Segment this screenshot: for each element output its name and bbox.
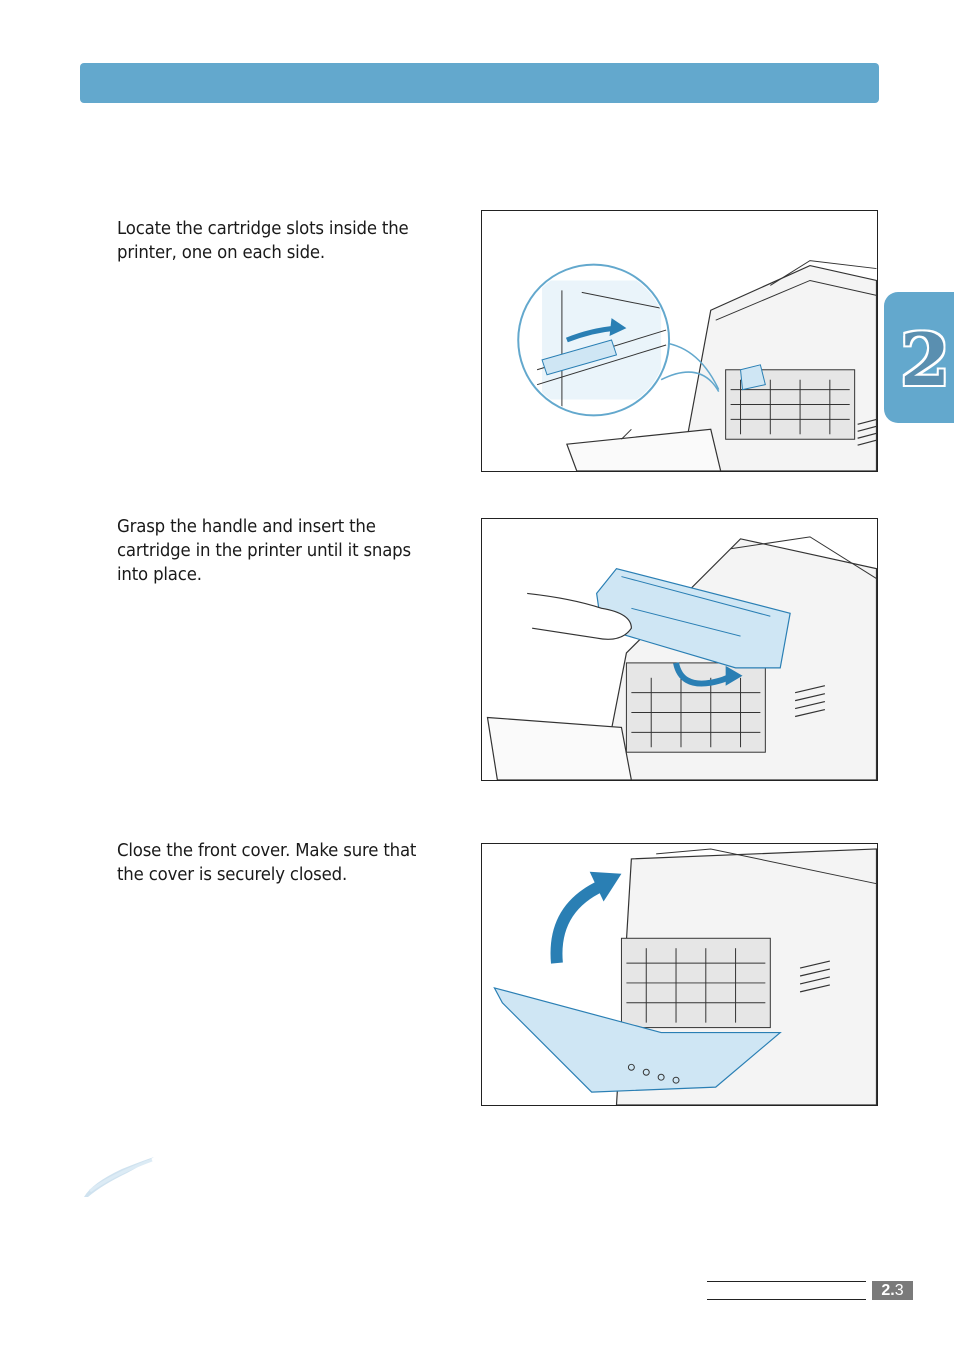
printer-slots-illustration <box>517 260 877 471</box>
header-bar <box>80 63 879 103</box>
step-2-text: Grasp the handle and insert the cartridg… <box>117 516 411 585</box>
footer-rule-bottom <box>707 1299 866 1300</box>
footer-rule-top <box>707 1281 866 1282</box>
step-1-text: Locate the cartridge slots inside the pr… <box>117 218 409 263</box>
close-cover-illustration <box>493 848 877 1105</box>
insert-cartridge-illustration <box>486 536 877 780</box>
figure-insert-cartridge <box>481 518 878 781</box>
figure-cartridge-slots <box>481 210 878 472</box>
figure-close-cover <box>481 843 878 1106</box>
chapter-number: 2 <box>899 317 951 402</box>
page-number-badge: 2.3 <box>872 1281 913 1300</box>
step-3-text: Close the front cover. Make sure that th… <box>117 840 417 885</box>
chapter-tab: 2 <box>884 292 954 423</box>
page-number-part: 3 <box>894 1282 904 1299</box>
note-brush-icon <box>84 1157 154 1197</box>
page-chapter-part: 2. <box>881 1282 895 1299</box>
